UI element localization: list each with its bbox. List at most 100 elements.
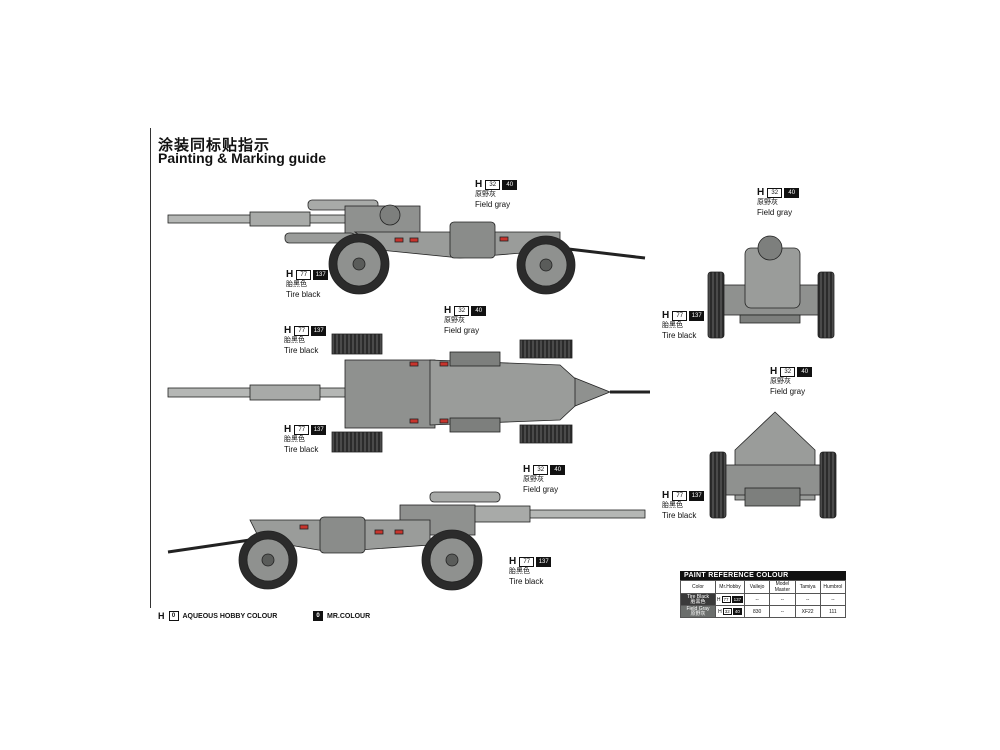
- vallejo-cell: --: [743, 593, 771, 606]
- paint-table-header: Color Mr.Hobby Vallejo Model Master Tami…: [680, 580, 847, 594]
- model-master-cell: --: [769, 593, 796, 606]
- code-box: 32: [780, 367, 796, 377]
- code-box-dark: 40: [797, 367, 813, 377]
- wheel-center: [261, 553, 275, 567]
- h-symbol: H: [523, 464, 531, 475]
- header-mr-hobby: Mr.Hobby: [715, 580, 745, 594]
- code-box-dark: 40: [784, 188, 800, 198]
- code-box-dark: 137: [689, 311, 705, 321]
- color-name-en: Tire black: [284, 346, 319, 355]
- code-box: 32: [533, 465, 549, 475]
- tow-yoke: [574, 377, 612, 407]
- legend-mr-colour: 0 MR.COLOUR: [313, 611, 370, 621]
- wheel-top: [519, 339, 573, 359]
- axle-housing: [449, 221, 496, 259]
- color-name-en: Tire black: [509, 577, 544, 586]
- page-spine-line: [150, 128, 151, 608]
- vallejo-cell: 830: [743, 605, 771, 618]
- h-symbol: H: [286, 269, 294, 280]
- paint-reference-table: PAINT REFERENCE COLOUR Color Mr.Hobby Va…: [680, 571, 847, 618]
- rear-grille: [744, 487, 801, 507]
- code-box-dark: 137: [313, 270, 329, 280]
- cradle: [344, 359, 436, 429]
- red-marking: [409, 361, 419, 367]
- top-view: [167, 333, 650, 453]
- header-vallejo: Vallejo: [743, 580, 771, 594]
- axle-housing: [319, 516, 366, 554]
- front-view: [707, 235, 835, 339]
- red-marking: [499, 236, 509, 242]
- code-box: 77: [294, 425, 310, 435]
- red-marking: [394, 529, 404, 535]
- code-box: 77: [519, 557, 535, 567]
- wheel-front-right: [817, 271, 835, 339]
- color-name-cn: 原野灰: [770, 378, 791, 385]
- carriage-frame: [429, 359, 591, 426]
- color-name-cn: 原野灰: [757, 199, 778, 206]
- legend-aqueous: H 0 AQUEOUS HOBBY COLOUR: [158, 611, 277, 621]
- mr-box: 0: [313, 611, 323, 621]
- h-symbol: H: [284, 325, 292, 336]
- code-box: 77: [672, 491, 688, 501]
- swatch-label-en: Field Gray: [686, 605, 710, 612]
- code-box: 77: [296, 270, 312, 280]
- code-box: 77: [721, 596, 731, 603]
- code-box-dark: 137: [536, 557, 552, 567]
- aqueous-label: AQUEOUS HOBBY COLOUR: [182, 612, 278, 620]
- color-name-en: Tire black: [662, 511, 697, 520]
- header-color: Color: [680, 580, 716, 594]
- header-model-master: Model Master: [769, 580, 796, 594]
- trail-arm: [167, 538, 251, 554]
- tamiya-cell: XF22: [794, 605, 821, 618]
- wheel-top: [331, 333, 383, 355]
- code-box: 77: [294, 326, 310, 336]
- code-box: 32: [722, 608, 732, 615]
- code-box-dark: 137: [689, 491, 705, 501]
- h-symbol: H: [509, 556, 517, 567]
- swatch-field-gray: Field Gray 原野灰: [680, 605, 716, 618]
- h-symbol: H: [757, 187, 765, 198]
- code-box-dark: 137: [731, 596, 744, 603]
- wheel-top: [331, 431, 383, 453]
- red-marking: [439, 418, 449, 424]
- swatch-label-cn: 原野灰: [690, 610, 706, 617]
- wheel-rear-right: [819, 451, 837, 519]
- wheel-rear-left: [709, 451, 727, 519]
- color-name-cn: 胎黑色: [509, 568, 530, 575]
- color-name-en: Tire black: [284, 445, 319, 454]
- barrel-muzzle: [757, 235, 783, 261]
- h-symbol: H: [475, 179, 483, 190]
- wheel-top: [519, 424, 573, 444]
- side-view-left: [167, 199, 646, 295]
- humbrol-cell: 111: [819, 605, 847, 618]
- trail-arm: [559, 246, 646, 260]
- recuperator: [429, 491, 501, 503]
- paint-table-title: PAINT REFERENCE COLOUR: [680, 571, 846, 580]
- color-name-cn: 胎黑色: [662, 502, 683, 509]
- h-symbol: H: [662, 490, 670, 501]
- color-name-cn: 胎黑色: [662, 322, 683, 329]
- color-name-en: Field gray: [770, 387, 806, 396]
- color-name-cn: 原野灰: [444, 317, 465, 324]
- model-master-cell: --: [769, 605, 796, 618]
- red-marking: [409, 418, 419, 424]
- color-name-cn: 原野灰: [475, 191, 496, 198]
- color-name-en: Field gray: [444, 326, 480, 335]
- code-box: 32: [485, 180, 501, 190]
- code-box-dark: 137: [311, 425, 327, 435]
- color-name-en: Field gray: [757, 208, 793, 217]
- title-chinese: 涂装同标贴指示: [158, 137, 271, 154]
- paint-table: Color Mr.Hobby Vallejo Model Master Tami…: [680, 580, 847, 618]
- code-box-dark: 40: [732, 608, 742, 615]
- red-marking: [409, 237, 419, 243]
